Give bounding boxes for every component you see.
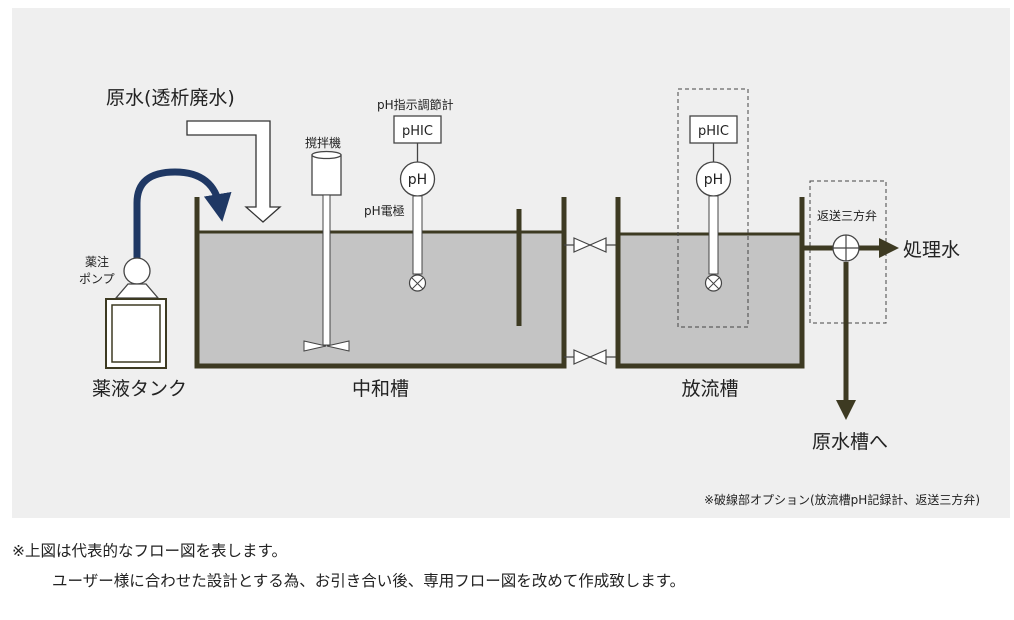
mixer-impeller <box>303 340 350 352</box>
neutralization-tank-label: 中和槽 <box>352 378 409 400</box>
footnote-line-1: ※上図は代表的なフロー図を表します。 <box>12 542 287 560</box>
valve-upper <box>573 237 607 253</box>
discharge-tank-wall <box>615 197 805 369</box>
option-note: ※破線部オプション(放流槽pH記録計、返送三方弁) <box>704 492 980 507</box>
raw-water-inflow-arrow <box>186 120 282 223</box>
footnote: ※上図は代表的なフロー図を表します。 ユーザー様に合わせた設計とする為、お引き合… <box>12 536 1002 596</box>
ph-electrode-2 <box>708 195 719 275</box>
return-label: 原水槽へ <box>812 431 888 453</box>
pump-hose <box>133 168 232 260</box>
mixer-shaft <box>322 194 331 346</box>
discharge-tank-label: 放流槽 <box>681 378 738 400</box>
phic-label-2: pHIC <box>698 124 729 139</box>
flow-diagram: 原水(透析廃水) 撹拌機 pH指示調節計 pHIC pH pH電極 薬注 ポンプ… <box>79 87 980 507</box>
option-recorder-frame <box>677 88 749 328</box>
pump-label-line2: ポンプ <box>79 272 115 286</box>
pump-label-line1: 薬注 <box>85 254 109 269</box>
neutralization-water <box>199 232 562 364</box>
treated-water-label: 処理水 <box>903 239 960 261</box>
pump-base <box>114 283 160 299</box>
valve-lower <box>573 349 607 365</box>
phic-label-1: pHIC <box>402 124 433 139</box>
neutralization-tank-wall <box>194 197 567 369</box>
dosing-pump <box>123 257 151 285</box>
valve-label: 返送三方弁 <box>817 208 877 223</box>
ph-electrode-1 <box>412 195 423 275</box>
chemical-tank-label: 薬液タンク <box>92 378 187 400</box>
ph-label-1: pH <box>408 172 427 188</box>
diagram-panel: 原水(透析廃水) 撹拌機 pH指示調節計 pHIC pH pH電極 薬注 ポンプ… <box>12 8 1010 518</box>
mixer-label: 撹拌機 <box>305 135 341 150</box>
controller-label: pH指示調節計 <box>377 97 454 112</box>
ph-label-2: pH <box>704 172 723 188</box>
mixer-motor <box>311 154 342 196</box>
electrode-label: pH電極 <box>364 203 405 218</box>
footnote-line-2: ユーザー様に合わせた設計とする為、お引き合い後、専用フロー図を改めて作成致します… <box>52 572 686 590</box>
raw-water-label: 原水(透析廃水) <box>106 87 235 109</box>
